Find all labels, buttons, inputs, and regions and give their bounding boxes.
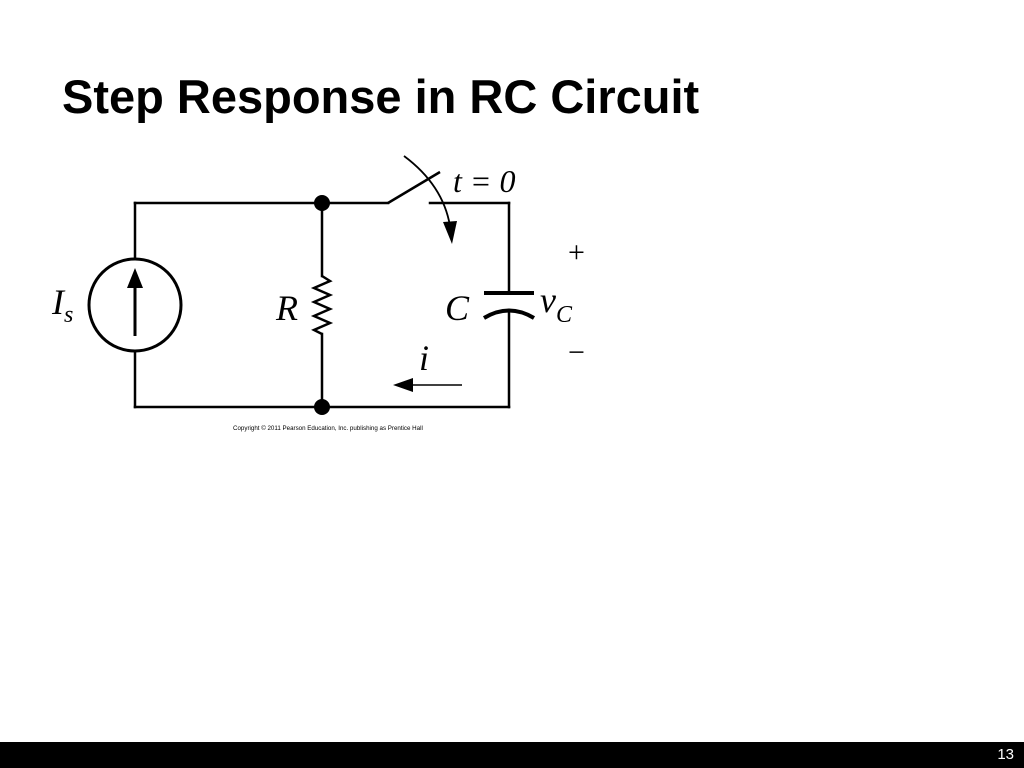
current-arrow <box>393 378 462 392</box>
current-arrow-head <box>393 378 413 392</box>
copyright-notice: Copyright © 2011 Pearson Education, Inc.… <box>233 425 423 432</box>
plus-sign: + <box>568 236 585 269</box>
switch-label: t = 0 <box>453 163 515 199</box>
voltage-subscript: C <box>556 302 573 328</box>
slide-title: Step Response in RC Circuit <box>62 70 700 123</box>
current-source <box>87 257 183 353</box>
source-subscript: s <box>64 302 73 328</box>
switch-blade <box>387 170 441 205</box>
current-source-circle <box>87 257 183 353</box>
rc-circuit-diagram: Is R C vC + − i t = 0 Copyright © 2011 P… <box>51 155 585 432</box>
current-source-arrow-head <box>127 268 143 288</box>
minus-sign: − <box>568 336 585 369</box>
junction-node-bottom <box>314 399 330 415</box>
slide-number: 13 <box>997 746 1014 763</box>
capacitor-label: C <box>445 288 470 328</box>
switch-action-arrow-head <box>443 221 457 244</box>
switch <box>387 155 457 244</box>
resistor-label: R <box>275 288 298 328</box>
resistor <box>310 274 334 336</box>
switch-action-arrow <box>403 155 451 227</box>
voltage-label: vC <box>540 280 573 328</box>
capacitor <box>482 291 536 320</box>
capacitor-plate-bottom <box>482 308 536 320</box>
circuit-wires <box>133 201 511 409</box>
source-label: Is <box>51 282 73 328</box>
junction-node-top <box>314 195 330 211</box>
footer-bar: 13 <box>0 742 1024 768</box>
current-label: i <box>419 338 429 378</box>
